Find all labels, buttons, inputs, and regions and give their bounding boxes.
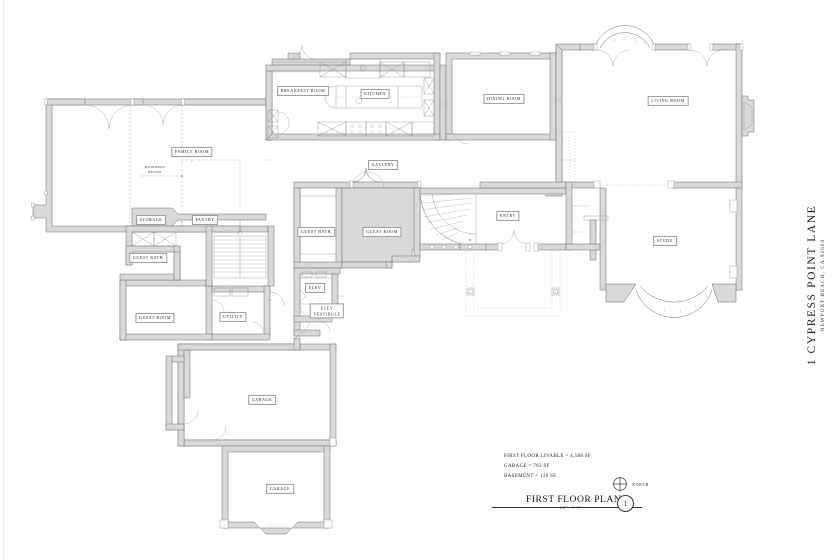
dining-room-walls (445, 51, 557, 145)
room-label-gallery: GALLERY (368, 159, 398, 171)
plan-scale: 1/4" = 1'-0" (559, 505, 581, 510)
area-summary: FIRST FLOOR LIVABLE = 4,588 SF GARAGE = … (504, 452, 591, 481)
room-label-family-room: FAMILY ROOM (171, 146, 213, 158)
area-basement: BASEMENT = 136 SF (504, 473, 557, 479)
room-label-study: STUDY (653, 235, 677, 247)
room-label-living-room: LIVING ROOM (647, 95, 689, 107)
room-label-utility: UTILITY (219, 311, 247, 323)
elev-vestibule-line1: ELEV (320, 305, 334, 311)
room-label-garage-lower: GARAGE (266, 483, 294, 495)
detail-number-bubble: 1 (617, 495, 634, 512)
kitchen-breakfast-walls (265, 44, 447, 141)
room-label-pantry: PANTRY (191, 214, 219, 226)
room-label-elevator: ELEV (305, 282, 325, 294)
interior-stair (205, 225, 275, 287)
area-livable: FIRST FLOOR LIVABLE = 4,588 SF (504, 454, 592, 459)
title-underline (492, 506, 642, 508)
west-lower-walls (119, 251, 181, 341)
study-walls (583, 187, 743, 318)
gallery-walls (293, 167, 422, 279)
basement-note-line2: BELOW (148, 170, 162, 174)
project-address: NEWPORT BEACH, CA 92660 (820, 238, 826, 332)
utility-guest-walls (119, 279, 285, 341)
title-text-group: FIRST FLOOR PLAN 1/4" = 1'-0" (526, 494, 622, 510)
room-label-guest-bath-west: GUEST BATH (129, 252, 167, 264)
room-label-elevator-vestibule: ELEV VESTIBULE (309, 303, 345, 319)
note-basement-below: BASEMENT BELOW (145, 165, 166, 175)
basement-note-line1: BASEMENT (144, 164, 166, 169)
room-label-storage: STORAGE (136, 214, 166, 226)
room-label-breakfast-room: BREAKFAST ROOM (277, 85, 329, 97)
north-arrow: NORTH (612, 476, 649, 492)
room-label-kitchen: KITCHEN (360, 88, 390, 100)
project-title-block: 1 CYPRESS POINT LANE NEWPORT BEACH, CA 9… (796, 180, 836, 390)
garage-walls (165, 331, 337, 535)
room-label-entry: ENTRY (496, 210, 520, 222)
room-label-garage-upper: GARAGE (248, 394, 276, 406)
entry-foyer-walls (419, 181, 601, 317)
annotation-leaders (266, 99, 562, 161)
elev-vestibule-line2: VESTIBULE (313, 311, 341, 316)
room-label-dining-room: DINING ROOM (483, 93, 525, 105)
room-label-guest-room-west: GUEST ROOM (135, 312, 175, 324)
living-room-walls (540, 25, 755, 197)
plan-title: FIRST FLOOR PLAN (526, 494, 622, 505)
north-arrow-icon (612, 476, 628, 492)
curved-staircase (419, 185, 480, 247)
room-label-guest-bath-mid: GUEST BATH (297, 226, 335, 238)
elevator-core (293, 267, 344, 337)
project-title: 1 CYPRESS POINT LANE (806, 204, 818, 366)
area-garage: GARAGE = 763 SF (504, 463, 550, 469)
room-label-guest-room-mid: GUEST ROOM (362, 226, 402, 238)
north-label: NORTH (632, 481, 650, 487)
